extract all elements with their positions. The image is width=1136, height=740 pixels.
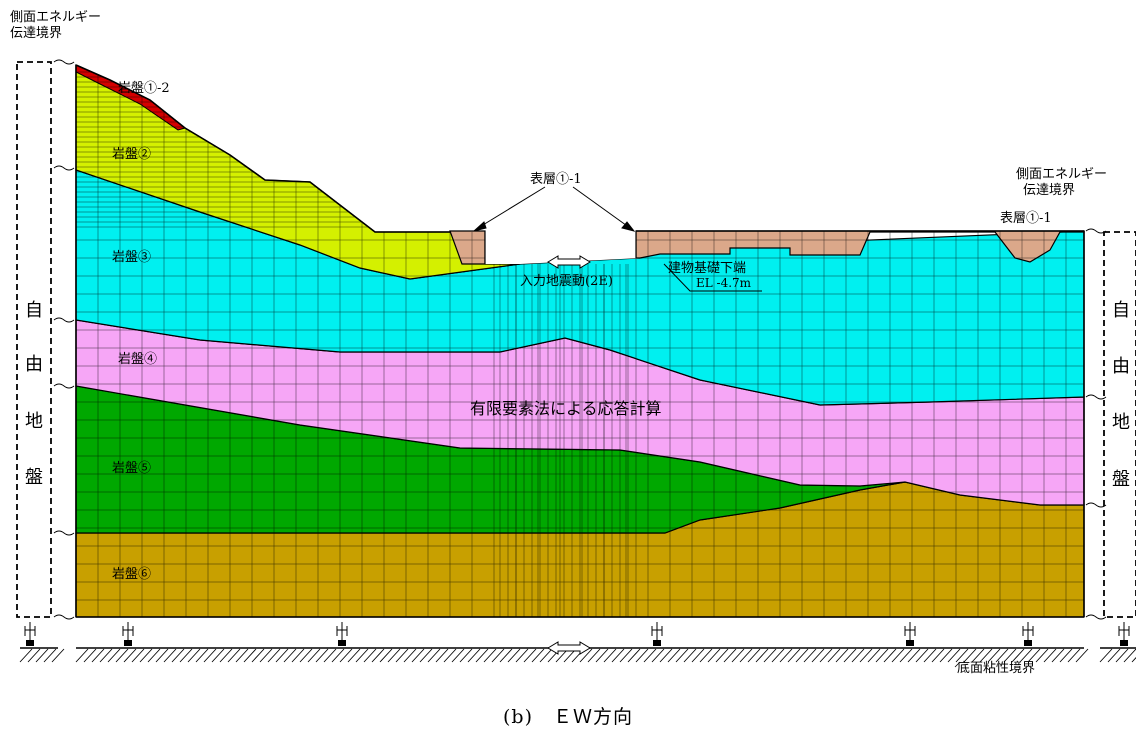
left-boundary-label: 側面エネルギー [10, 10, 101, 25]
connection-marks [53, 59, 1107, 620]
free-ground-char: 由 [25, 354, 43, 375]
input-motion-label: 入力地震動(2E) [520, 274, 613, 289]
input-motion-arrow[interactable] [547, 255, 591, 269]
damper-icon [1118, 622, 1130, 646]
surface-pointer-arrows [473, 186, 636, 232]
damper-icon [651, 622, 663, 646]
damper-icon [1022, 622, 1034, 646]
model-outline [75, 64, 1085, 618]
building-base-label: 建物基礎下端 [668, 261, 746, 276]
free-ground-char: 盤 [1112, 469, 1130, 490]
fem-mesh [75, 65, 1084, 617]
bottom-motion-arrow [547, 641, 591, 655]
right-boundary-label: 伝達境界 [1023, 183, 1075, 198]
damper-icon [122, 622, 134, 646]
free-ground-char: 自 [1112, 300, 1130, 321]
rock-6-label: 岩盤⑥ [112, 567, 151, 582]
free-ground-char: 自 [25, 300, 43, 321]
right-boundary-label: 側面エネルギー [1016, 167, 1107, 182]
free-ground-char: 盤 [25, 467, 43, 488]
free-ground-left: 自 由 地 盤 [16, 61, 52, 618]
free-ground-char: 地 [25, 411, 43, 432]
free-ground-char: 由 [1112, 356, 1130, 377]
damper-icon [904, 622, 916, 646]
building-base-elevation: EL -4.7m [696, 276, 752, 290]
building-pit [484, 231, 640, 264]
damper-icon [336, 622, 348, 646]
bottom-dampers [24, 622, 1130, 646]
damper-icon [24, 622, 36, 646]
surface-layer-right [635, 230, 1085, 263]
rock-5-label: 岩盤⑤ [112, 461, 151, 476]
rock-1-2-label: 岩盤①-2 [118, 81, 170, 96]
left-boundary-label: 伝達境界 [10, 26, 62, 41]
surface-1-1-label: 表層①-1 [1000, 211, 1052, 226]
rock-2-label: 岩盤② [112, 147, 151, 162]
bottom-boundary-leader [954, 661, 961, 668]
rock-4-label: 岩盤④ [118, 352, 157, 367]
free-ground-char: 地 [1112, 412, 1130, 433]
bottom-boundary-label: 底面粘性境界 [957, 660, 1035, 676]
fem-note: 有限要素法による応答計算 [470, 399, 662, 418]
surface-1-1-label: 表層①-1 [530, 172, 582, 187]
free-ground-right: 自 由 地 盤 [1103, 231, 1136, 618]
rock-3-label: 岩盤③ [112, 250, 151, 265]
figure-caption: (b) ＥＷ方向 [503, 706, 633, 728]
building-base-leader [663, 263, 762, 292]
